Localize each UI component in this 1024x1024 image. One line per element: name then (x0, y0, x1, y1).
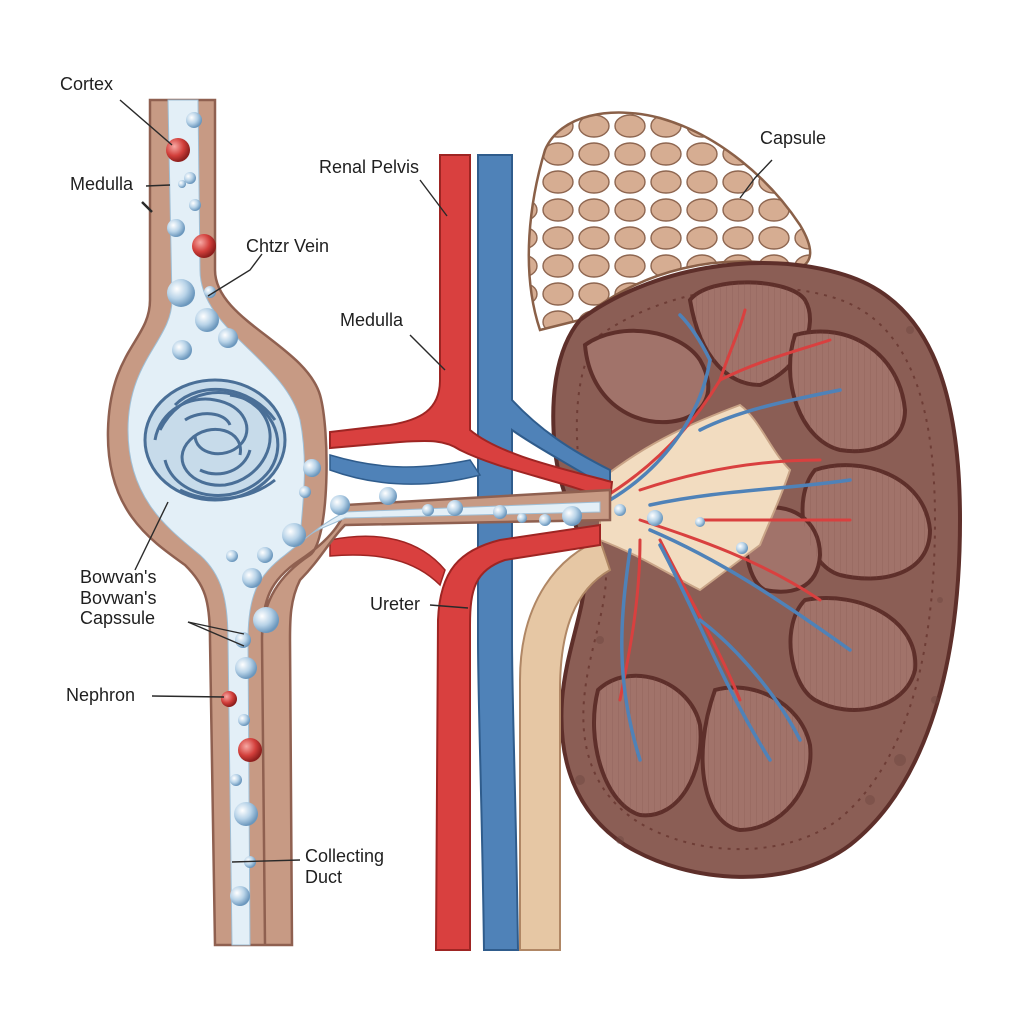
label-renal-pelvis: Renal Pelvis (319, 157, 420, 177)
leader-nephron (151, 695, 225, 698)
leader-medulla-center (409, 334, 446, 371)
renal-vein (477, 154, 611, 951)
intrarenal-veins (608, 313, 852, 762)
label-nephron: Nephron (66, 685, 136, 705)
label-medulla-center: Medulla (340, 310, 404, 330)
nephron-tubule (106, 98, 612, 947)
filtrate-bubbles (167, 112, 748, 906)
label-cortex: Cortex (60, 74, 114, 94)
glomerulus (143, 378, 287, 502)
artery-branch (329, 535, 446, 587)
capsule-cap (527, 111, 812, 332)
leader-renal-pelvis (419, 179, 448, 217)
leader-medulla-left (145, 184, 171, 187)
pyramid-striations (594, 282, 930, 830)
label-bowmans-capsule: Bowvan's Bovwan's Capssule (80, 567, 156, 629)
leader-bowmans (134, 501, 169, 571)
leader-capsule (739, 159, 773, 199)
leader-chtzr-vein (207, 253, 263, 297)
leader-capsule-a (187, 621, 245, 635)
leader-collecting (231, 859, 301, 863)
main-vessels (329, 154, 614, 951)
label-bowmans-line-3: Capssule (80, 608, 156, 629)
leader-ureter (429, 604, 469, 609)
renal-artery-lower (434, 523, 601, 951)
label-medulla-left: Medulla (70, 174, 134, 194)
leader-capsule-b (187, 621, 245, 647)
renal-artery (329, 154, 614, 502)
label-capsule: Capsule (760, 128, 827, 148)
leader-lines (119, 99, 773, 863)
label-ureter: Ureter (370, 594, 421, 614)
label-bowmans-line-1: Bowvan's (80, 567, 157, 587)
vein-branch (329, 453, 482, 485)
label-collecting-duct: Collecting Duct (305, 846, 384, 887)
tissue-speckles (575, 326, 943, 844)
label-collecting-line-1: Collecting (305, 846, 385, 866)
label-bowmans-line-2: Bovwan's (80, 587, 157, 608)
tubule-lumen (127, 99, 601, 946)
red-blood-cells (166, 138, 262, 762)
kidney (519, 111, 963, 951)
leader-medulla-tick (141, 201, 153, 213)
kidney-cortex-rim (575, 286, 937, 851)
label-collecting-line-2: Duct (305, 866, 343, 887)
label-chtzr-vein: Chtzr Vein (246, 236, 330, 256)
leader-cortex (119, 99, 173, 146)
